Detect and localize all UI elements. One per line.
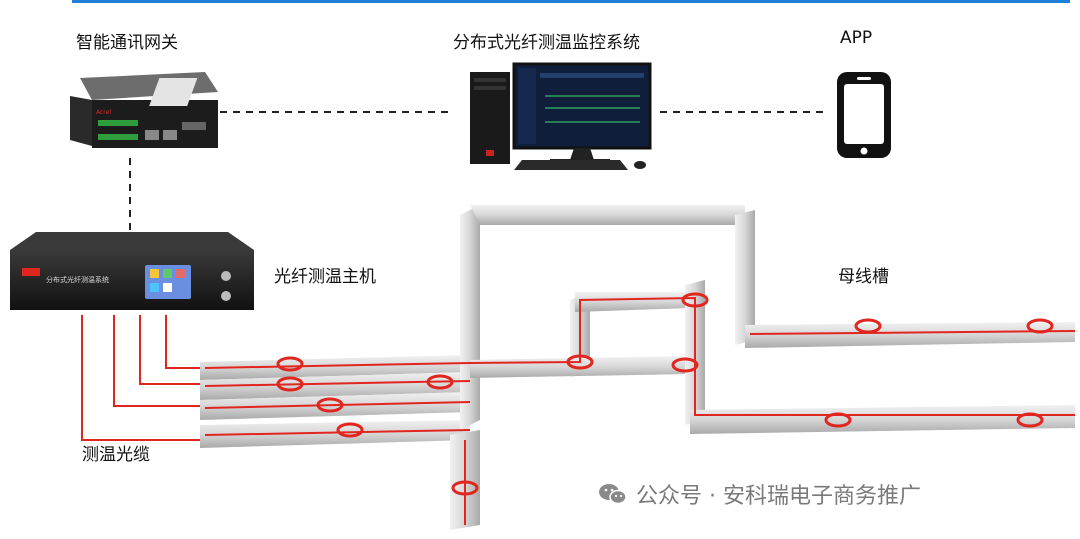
- phone-icon: [837, 72, 891, 158]
- cable-label: 测温光缆: [82, 445, 150, 465]
- pc-workstation: [470, 62, 652, 170]
- watermark-text: 公众号 · 安科瑞电子商务推广: [636, 484, 921, 509]
- fiber-4: [165, 315, 205, 369]
- fiber-2: [113, 315, 205, 407]
- system-label: 分布式光纤测温监控系统: [453, 33, 640, 53]
- gateway-label: 智能通讯网关: [76, 33, 178, 53]
- fiber-cables: [81, 315, 205, 441]
- host-panel-text: 分布式光纤测温系统: [46, 275, 109, 284]
- sensor-rings: [276, 292, 1054, 496]
- watermark: 公众号 · 安科瑞电子商务推广: [598, 478, 921, 510]
- app-label: APP: [840, 28, 873, 48]
- top-accent-line: [72, 0, 1070, 3]
- gateway-device: Acrel: [70, 72, 218, 148]
- fiber-1: [81, 315, 205, 441]
- busway-label: 母线槽: [838, 267, 889, 287]
- host-label: 光纤测温主机: [274, 267, 376, 287]
- fiber-3: [139, 315, 205, 385]
- network-links: [129, 111, 826, 230]
- gateway-brand: Acrel: [96, 109, 111, 116]
- host-device: 分布式光纤测温系统: [10, 232, 254, 310]
- wechat-icon: [599, 484, 627, 505]
